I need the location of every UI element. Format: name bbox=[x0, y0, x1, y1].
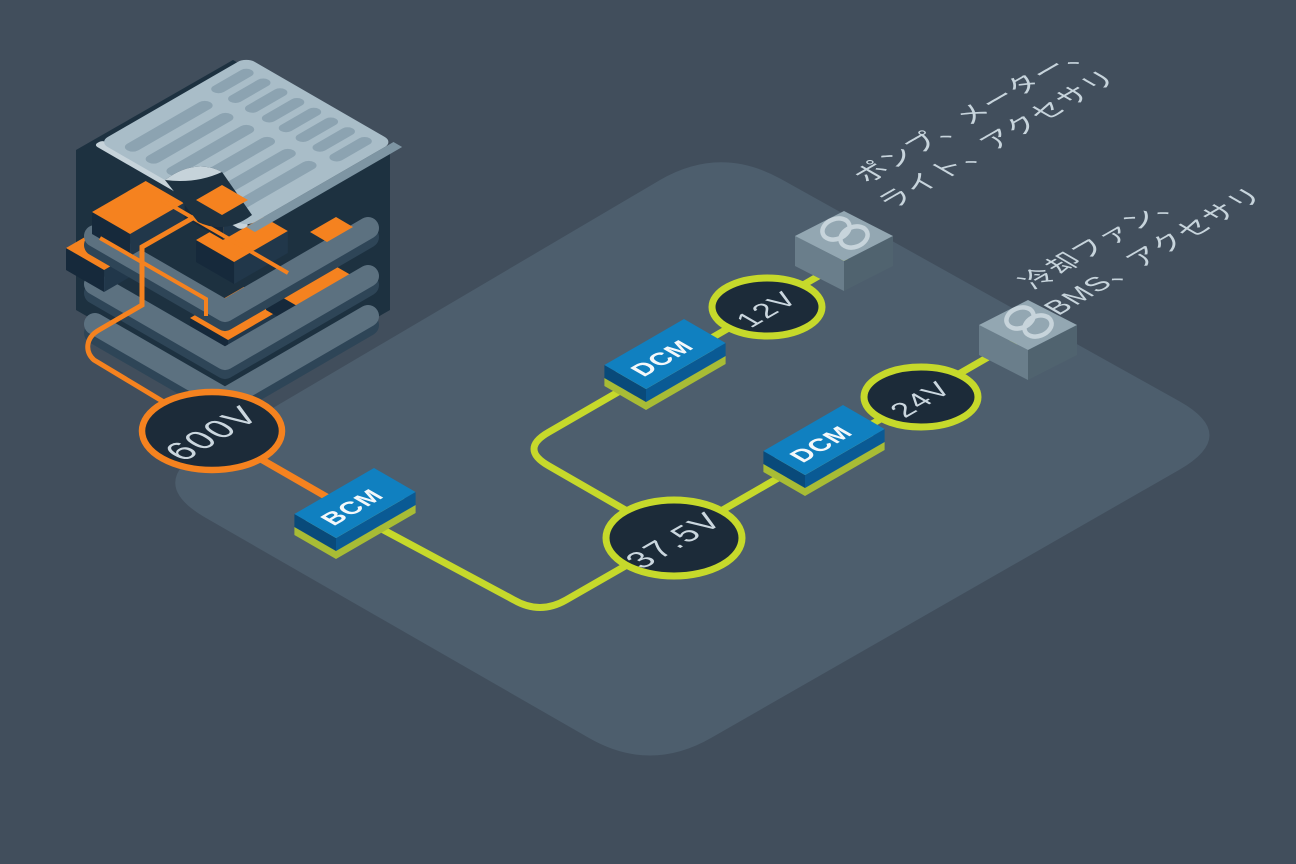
dcm-module-24v: DCM bbox=[763, 405, 885, 496]
battery-pack-illustration bbox=[66, 59, 403, 434]
battery-wire bbox=[99, 236, 208, 316]
battery-cell bbox=[310, 217, 353, 242]
cover-vent-slots bbox=[124, 68, 372, 212]
node-600v: 600V bbox=[138, 388, 286, 474]
lv-link-bcm-to-bus bbox=[348, 508, 676, 611]
load-rings-icon bbox=[1004, 305, 1054, 339]
battery-cell bbox=[92, 181, 184, 256]
load-rings-icon bbox=[820, 216, 870, 250]
load-box-12v bbox=[795, 211, 893, 291]
lv-link-bus-to-12v bbox=[530, 255, 850, 542]
hv-cable bbox=[85, 185, 247, 434]
dcm-module-12v: DCM bbox=[604, 319, 726, 410]
load-box-24v bbox=[979, 300, 1077, 380]
platform-surface bbox=[175, 162, 1210, 756]
node-12v: 12V bbox=[708, 274, 826, 340]
cover-notch bbox=[165, 166, 353, 242]
node-24v: 24V bbox=[860, 363, 982, 431]
battery-wire bbox=[160, 198, 290, 275]
node-37-5v: 37.5V bbox=[602, 496, 746, 580]
